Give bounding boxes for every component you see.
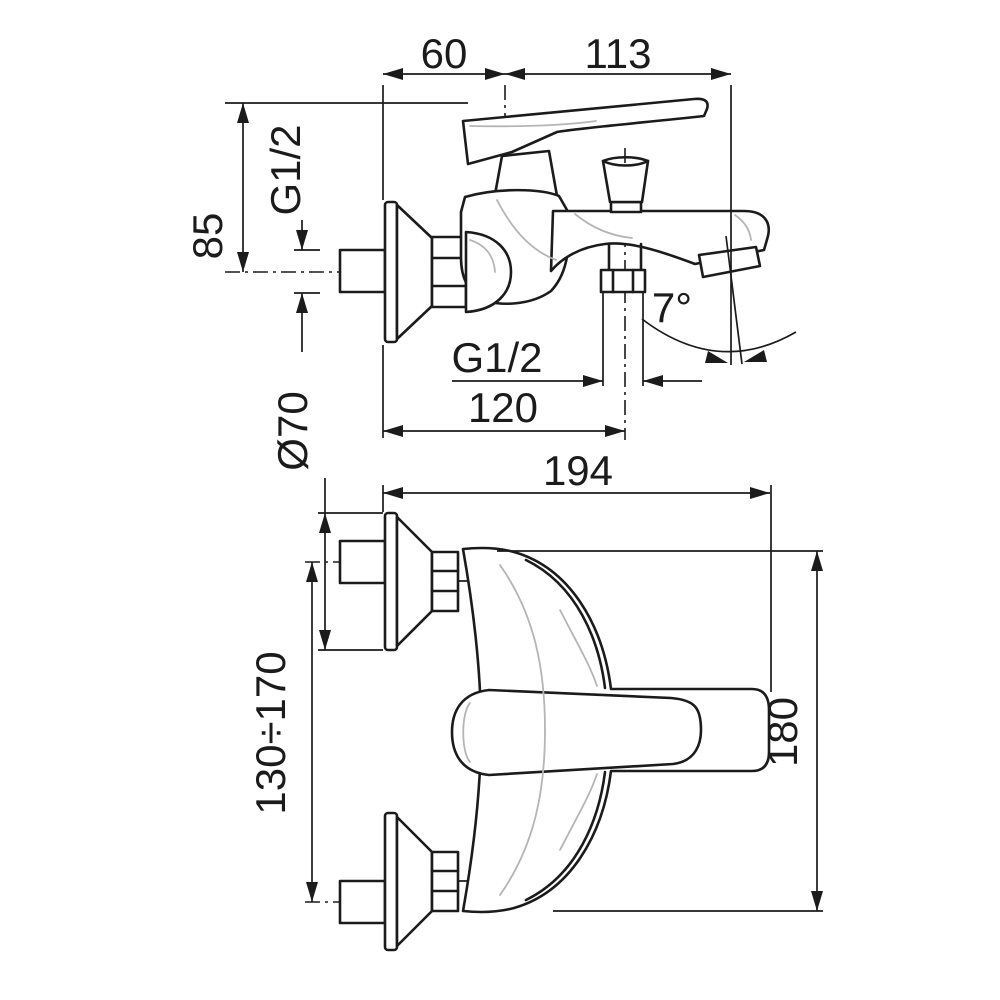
wall-escutcheon-cone-side [395, 203, 434, 341]
dim-60: 60 [382, 30, 505, 200]
dim-194-depth: 194 [382, 447, 772, 692]
plan-body-highlight [499, 564, 546, 896]
dim-g12-shower-outlet: G1/2 [451, 292, 702, 387]
outlet-hex-nut [599, 268, 647, 294]
dim-60-label: 60 [421, 30, 468, 77]
lower-wing-inner-line [524, 770, 607, 902]
dim-113: 113 [505, 30, 732, 365]
dim-120-label: 120 [468, 384, 538, 431]
lever-handle-side [461, 97, 709, 166]
dim-range-label: 130÷170 [247, 651, 294, 814]
upper-hex-facets [430, 569, 460, 593]
spout-highlight [574, 213, 633, 239]
lower-hex-facets [430, 869, 460, 893]
dim-194-label: 194 [543, 447, 613, 494]
upper-escutcheon-cone [395, 515, 434, 648]
lower-escutcheon-cone [395, 815, 434, 948]
lever-highlight [469, 120, 597, 128]
supply-stub-side [338, 248, 387, 294]
body-highlight [496, 199, 557, 261]
dim-130-170-mount-spacing: 130÷170 [247, 562, 318, 902]
bell-cap-highlight [469, 239, 496, 273]
dim-120-outlet-offset: 120 [382, 345, 625, 438]
upper-escutcheon-plate [383, 511, 399, 652]
outlet-neck [607, 242, 643, 272]
dim-g12-wall-label: G1/2 [262, 124, 309, 215]
bell-cap-side [464, 230, 513, 314]
diverter-knob-rim [601, 155, 650, 163]
upper-wing-inner-line [524, 558, 607, 690]
dim-180-label: 180 [759, 697, 806, 767]
dim-7deg-label: 7° [652, 284, 692, 331]
upper-supply-stub [338, 539, 387, 585]
dim-85-label: 85 [184, 213, 231, 260]
dim-113-label: 113 [585, 30, 652, 77]
outlet-hex-facets [611, 268, 635, 294]
dim-g12-wall-thread: G1/2 [262, 124, 320, 352]
dim-dia70-label: Ø70 [269, 391, 316, 470]
lower-hex-nut [430, 850, 460, 913]
dim-7deg-spout-angle: 7° [641, 235, 797, 365]
lower-escutcheon-plate [383, 811, 399, 952]
plan-view: 194 Ø70 130÷170 180 [247, 391, 823, 952]
lever-plan-highlight [462, 702, 471, 763]
lower-supply-stub [338, 879, 387, 925]
dim-g12-outlet-label: G1/2 [451, 334, 542, 381]
dim-dia70-escutcheon: Ø70 [269, 391, 383, 651]
upper-wing-highlight [559, 609, 598, 687]
wall-escutcheon-plate-side [383, 200, 399, 344]
diverter-knob [601, 159, 650, 204]
upper-hex-nut [430, 550, 460, 613]
lower-wing-highlight [559, 773, 598, 851]
dim-180-body-length: 180 [497, 550, 823, 912]
side-view: 60 113 85 G1/2 [184, 30, 797, 440]
spout-tip-highlight [734, 214, 752, 241]
diverter-base [609, 200, 643, 214]
dim-85-height: 85 [184, 102, 468, 272]
lever-handle-plan [450, 688, 703, 777]
